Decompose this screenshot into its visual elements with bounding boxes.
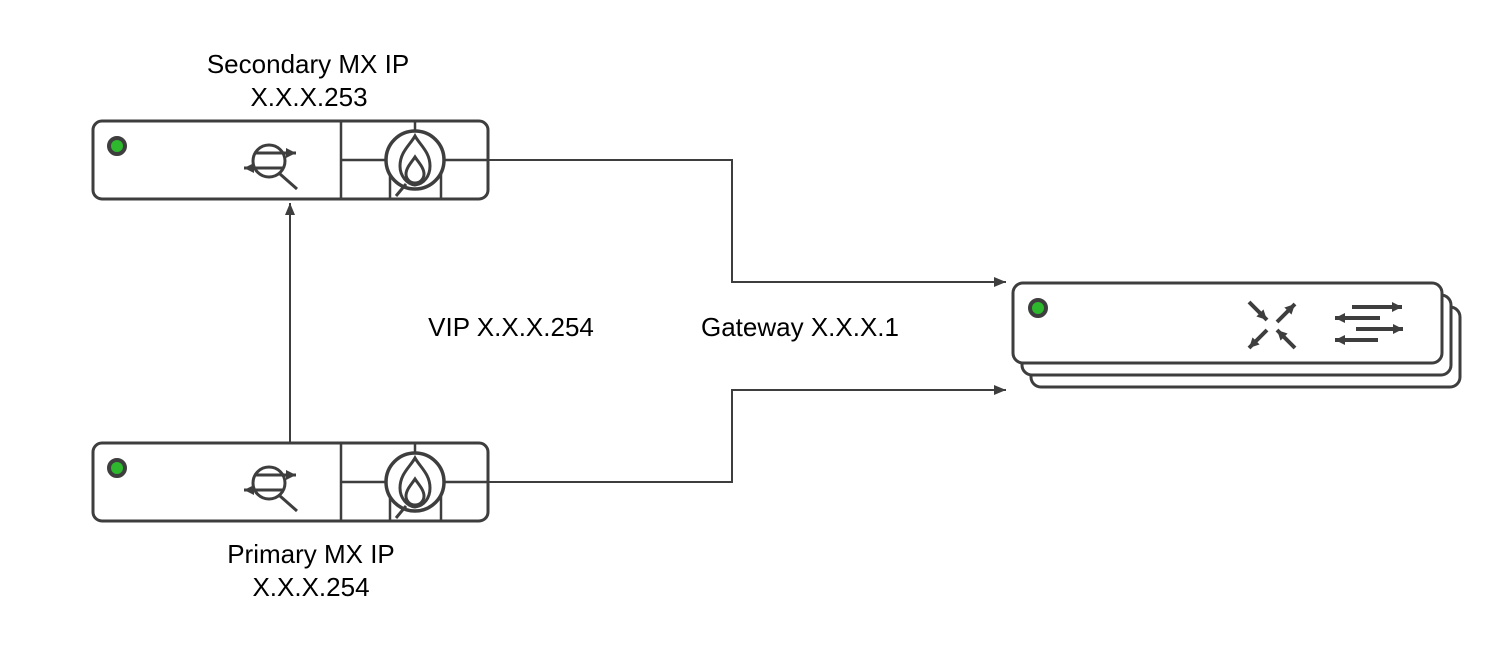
gateway-label: Gateway X.X.X.1 bbox=[701, 312, 899, 342]
inspection-circle bbox=[251, 143, 287, 179]
primary-wan-link bbox=[488, 385, 1006, 483]
secondary-mx-ip: X.X.X.253 bbox=[250, 82, 367, 112]
traffic-inspection-icon bbox=[244, 143, 298, 191]
flame-inner bbox=[404, 154, 426, 185]
flame-tail bbox=[394, 183, 408, 197]
status-led-icon bbox=[107, 136, 127, 156]
flame-inner bbox=[404, 476, 426, 507]
secondary-mx-title: Secondary MX IP bbox=[207, 49, 409, 79]
flame-circle bbox=[384, 129, 446, 191]
inspection-handle bbox=[279, 494, 298, 513]
traffic-inspection-icon bbox=[244, 465, 298, 513]
status-led-icon bbox=[1028, 298, 1048, 318]
vip-label: VIP X.X.X.254 bbox=[428, 312, 594, 342]
connectors bbox=[285, 159, 1006, 483]
stack-card-front bbox=[1011, 281, 1444, 365]
traffic-direction-icon bbox=[1247, 300, 1297, 350]
flame-outer bbox=[398, 132, 432, 187]
inspection-handle bbox=[279, 172, 298, 191]
switch-stack-node bbox=[1011, 281, 1462, 389]
status-led-icon bbox=[107, 458, 127, 478]
flame-tail bbox=[394, 505, 408, 519]
secondary-wan-link bbox=[488, 159, 1006, 287]
diag-arrow-up-left bbox=[1275, 328, 1297, 350]
inspection-circle bbox=[251, 465, 287, 501]
diag-arrow-down-right bbox=[1247, 300, 1269, 322]
firewall-icon bbox=[341, 121, 488, 199]
primary-mx-ip: X.X.X.254 bbox=[252, 572, 369, 602]
diag-arrow-down-left bbox=[1247, 328, 1269, 350]
primary-mx-title: Primary MX IP bbox=[227, 539, 395, 569]
primary-mx-node bbox=[91, 441, 490, 523]
flame-circle bbox=[384, 451, 446, 513]
routing-arrows-icon bbox=[1335, 302, 1403, 345]
secondary-mx-node bbox=[91, 119, 490, 201]
diag-arrow-up-right bbox=[1275, 302, 1297, 324]
firewall-icon bbox=[341, 443, 488, 521]
flame-outer bbox=[398, 454, 432, 509]
